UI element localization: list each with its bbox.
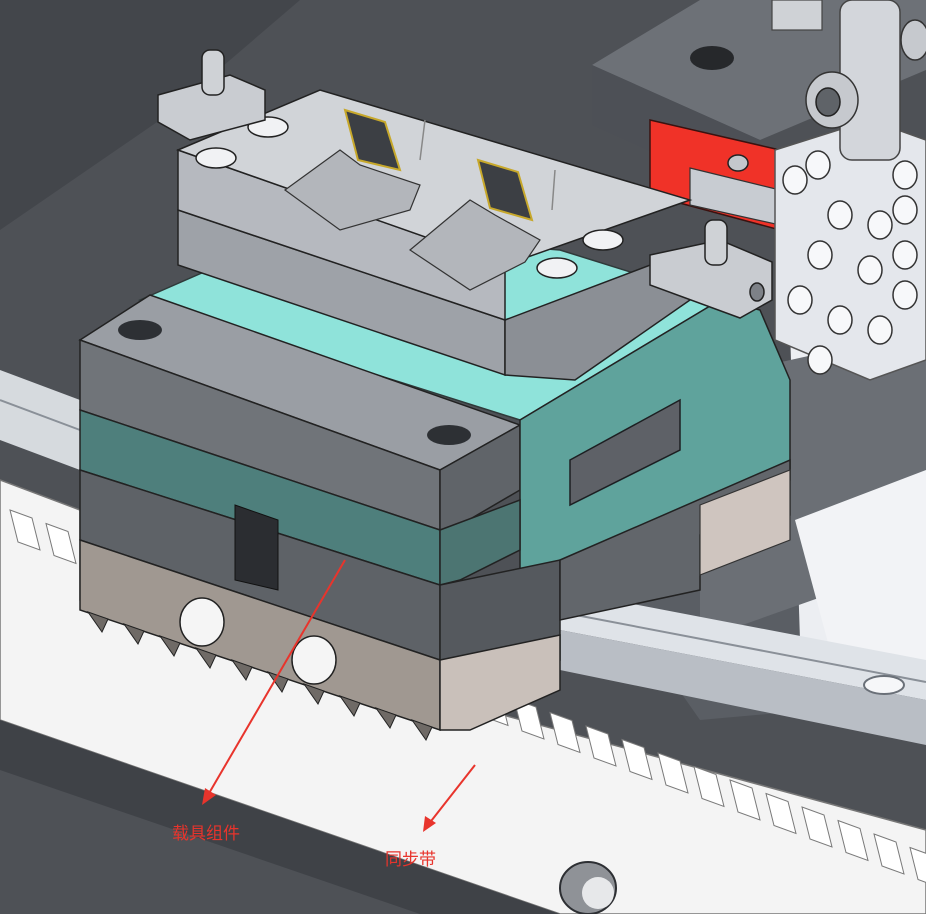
fixture-tooth	[230, 659, 253, 681]
part-left	[343, 108, 402, 172]
belt-tooth	[837, 819, 869, 862]
belt-tooth	[729, 779, 761, 821]
belt-tooth	[765, 792, 797, 835]
belt-tooth	[9, 509, 41, 551]
bottom-hole-2	[291, 635, 337, 685]
clamp-arm-left	[157, 74, 266, 141]
left-rail	[0, 370, 80, 470]
valve-hole	[787, 285, 813, 315]
fixture-tooth	[410, 719, 433, 741]
valve-hole	[807, 240, 833, 270]
belt-tooth	[45, 522, 77, 565]
beige-bottom-side	[439, 634, 561, 731]
fixture-arrow-line	[207, 559, 346, 796]
left-rail-groove	[0, 399, 81, 431]
jig-main-top	[175, 89, 693, 266]
valve-hole	[857, 255, 883, 285]
belt-arrowhead	[423, 816, 436, 832]
belt-lower-shadow	[0, 720, 560, 914]
cap-screw	[727, 154, 749, 172]
part-lead-2	[551, 169, 556, 211]
valve-hole	[782, 165, 808, 195]
valve-hole	[827, 200, 853, 230]
jig-slot-1	[283, 149, 421, 231]
timing-belt-label: 同步带	[385, 850, 436, 870]
belt-tooth	[909, 846, 926, 883]
guide-rail-top	[560, 590, 926, 700]
beige-lower-side	[699, 469, 791, 576]
back-frame-plate	[0, 0, 300, 230]
clamp-screw-right	[749, 282, 765, 302]
valve-hole	[805, 150, 831, 180]
fixture-assembly-label: 载具组件	[172, 824, 240, 844]
notch-cut	[234, 504, 279, 591]
belt-tooth	[657, 752, 689, 794]
belt-tooth	[621, 738, 653, 781]
teal-right-band	[439, 498, 521, 586]
fitting-stem	[771, 0, 823, 31]
valve-holes	[782, 150, 918, 375]
part-lead-1	[419, 119, 426, 161]
belt-tooth	[693, 765, 725, 808]
belt-tooth	[549, 711, 581, 754]
fixture-assembly	[78, 49, 791, 741]
jig-hole-2	[195, 147, 237, 169]
locating-pin-right	[704, 219, 728, 266]
fixture-tooth	[302, 683, 325, 705]
jig-slot-2	[408, 199, 541, 291]
belt-tooth	[801, 806, 833, 848]
valve-hole	[867, 315, 893, 345]
belt-tooth	[873, 833, 905, 875]
plate-hole-left	[118, 320, 162, 340]
valve-hole	[892, 195, 918, 225]
plate-hole-right	[427, 425, 471, 445]
rail-groove	[559, 611, 926, 683]
valve-hole	[892, 280, 918, 310]
slot-window	[569, 398, 681, 507]
part-right	[476, 158, 534, 222]
guide-rail-side	[560, 630, 926, 745]
rail-hole	[863, 675, 905, 695]
fixture-teeth	[86, 611, 433, 741]
fixture-tooth	[338, 695, 361, 717]
bottom-hole-1	[179, 597, 225, 647]
gray-plate-side	[439, 423, 521, 531]
fixture-tooth	[374, 707, 397, 729]
belt-arrow-line	[427, 764, 476, 826]
fitting-nut-top	[900, 19, 926, 61]
arrow-icon	[202, 559, 476, 832]
right-white-wall	[795, 470, 926, 700]
fixture-arrowhead	[202, 788, 216, 805]
fixture-tooth	[86, 611, 109, 633]
valve-hole	[807, 345, 833, 375]
upper-block-hole	[690, 46, 734, 70]
valve-hole	[892, 240, 918, 270]
valve-hole	[867, 210, 893, 240]
valve-hole	[827, 305, 853, 335]
jig-hole-3	[582, 229, 624, 251]
jig-hole-4	[536, 257, 578, 279]
base-hole-inner	[582, 877, 614, 909]
fitting-nut-hole	[815, 87, 841, 117]
belt-tooth	[585, 725, 617, 767]
fixture-tooth	[158, 635, 181, 657]
valve-hole	[892, 160, 918, 190]
locating-pin-left	[201, 49, 225, 96]
fixture-tooth	[122, 623, 145, 645]
fixture-tooth	[194, 647, 217, 669]
